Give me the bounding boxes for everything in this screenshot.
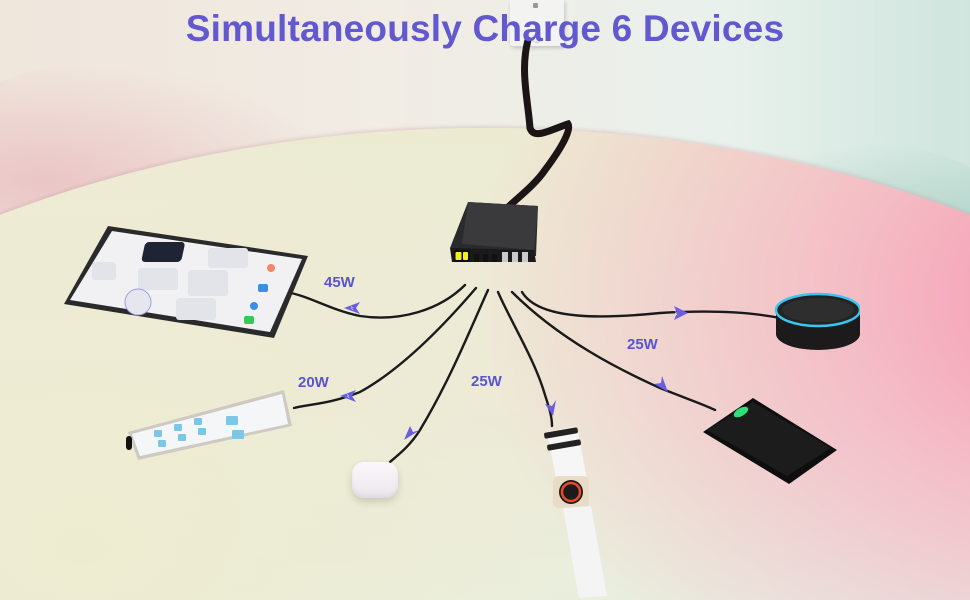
smart-speaker-device [774, 292, 860, 350]
arrow-speaker-icon [674, 306, 688, 320]
arrow-watch-icon [545, 400, 556, 416]
power-label-phone: 20W [298, 374, 329, 391]
digital-display-icon [455, 252, 468, 260]
arrow-airpods-icon [404, 426, 420, 440]
tablet-device [64, 226, 308, 338]
powerbank-device [703, 398, 837, 484]
power-label-tablet: 45W [324, 274, 355, 291]
wall-outlet [510, 0, 564, 46]
smartwatch-device [544, 426, 607, 598]
smartphone-device [126, 390, 292, 460]
power-label-speaker: 25W [627, 336, 658, 353]
charging-hub [450, 202, 538, 262]
arrow-powerbank-icon [654, 376, 668, 392]
headline: Simultaneously Charge 6 Devices [185, 8, 785, 49]
earbuds-case-device [352, 462, 398, 498]
power-led-icon [733, 406, 749, 418]
power-label-watch: 25W [471, 373, 502, 390]
